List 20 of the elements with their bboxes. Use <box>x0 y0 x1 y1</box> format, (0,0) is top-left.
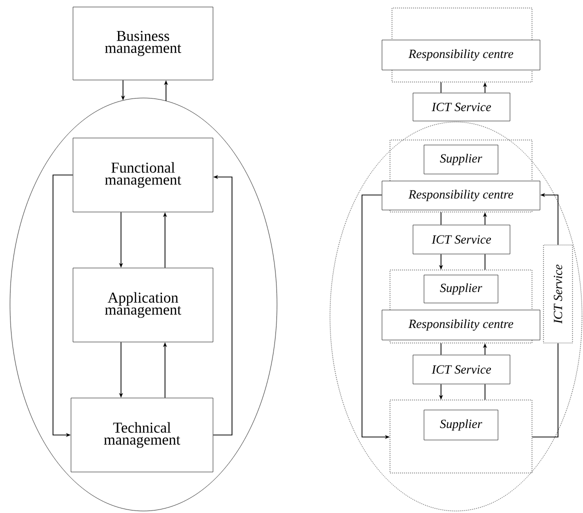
responsibility-centre-box: Responsibility centre <box>382 180 540 210</box>
responsibility-centre-box: Responsibility centre <box>382 40 540 70</box>
ict-service-box: ICT Service <box>412 354 510 384</box>
dotted-frame <box>392 8 532 82</box>
process-box: Application management <box>72 268 214 342</box>
oval-boundary <box>330 122 582 512</box>
oval-boundary <box>10 98 278 512</box>
process-box: Functional management <box>72 138 214 212</box>
supplier-box: Supplier <box>424 144 498 174</box>
process-box: Technical management <box>70 398 214 472</box>
supplier-box: Supplier <box>424 410 498 440</box>
dotted-frame <box>390 140 532 212</box>
dotted-frame <box>390 400 532 474</box>
ict-service-box: ICT Service <box>412 92 510 122</box>
process-box: Business management <box>72 6 214 80</box>
ict-service-box: ICT Service <box>543 244 573 344</box>
ict-service-box: ICT Service <box>412 224 510 254</box>
responsibility-centre-box: Responsibility centre <box>382 310 540 340</box>
supplier-box: Supplier <box>424 274 498 304</box>
dotted-frame <box>390 270 532 344</box>
